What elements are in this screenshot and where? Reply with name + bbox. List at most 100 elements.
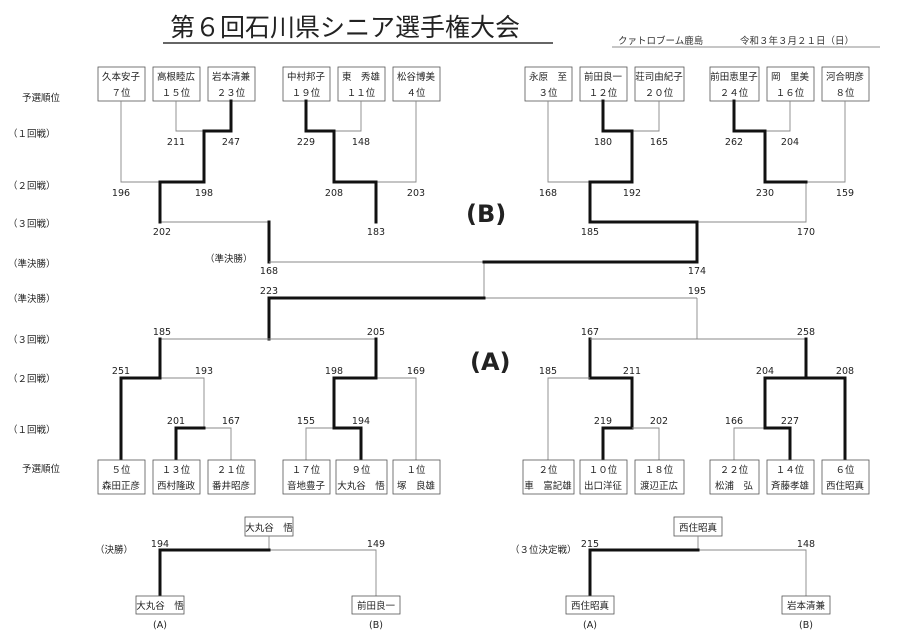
round-label-r1-a: （１回戦）	[8, 424, 56, 436]
score-b-r3-2: 183	[367, 227, 385, 238]
player-name: 塚 良雄	[397, 480, 436, 492]
score-b-r1-7: 262	[725, 137, 743, 148]
player-box-b-7: 永原 至３位	[524, 66, 573, 102]
final-bracket: 大丸谷 悟 194 149 大丸谷 悟 前田良一 (A) (B)	[135, 516, 401, 631]
final-left-box	[135, 595, 185, 615]
player-box-a-6: １位塚 良雄	[392, 459, 441, 495]
score-b-r2-3: 208	[325, 188, 343, 199]
player-seed: １０位	[589, 464, 618, 476]
score-a-r1-5: 219	[594, 416, 612, 427]
player-name: 松谷博美	[397, 71, 436, 83]
third-place-bracket: 西住昭真 215 148 西住昭真 岩本清兼 (A) (B)	[565, 516, 831, 631]
player-seed: １９位	[292, 87, 321, 99]
score-a-r2-2: 193	[195, 366, 213, 377]
score-a-semi-1: 223	[260, 286, 278, 297]
block-label-b: (B)	[466, 200, 506, 228]
score-a-r2-5: 185	[539, 366, 557, 377]
score-b-r2-2: 198	[195, 188, 213, 199]
score-b-r3-3: 185	[581, 227, 599, 238]
player-seed: １２位	[589, 87, 618, 99]
player-seed: ５位	[111, 464, 131, 476]
round-label-r1-b: （１回戦）	[8, 128, 56, 140]
player-seed: ２３位	[217, 87, 246, 99]
player-name: 松浦 弘	[715, 480, 754, 492]
score-a-semi-2: 195	[688, 286, 706, 297]
player-seed: １１位	[347, 87, 376, 99]
player-seed: ９位	[351, 464, 371, 476]
champion-name: 大丸谷 悟	[245, 522, 293, 534]
round-label-semi-inline: （準決勝）	[205, 253, 253, 265]
final-left-side: (A)	[153, 620, 167, 631]
score-a-r1-8: 227	[781, 416, 799, 427]
bracket-lines-b-right	[269, 99, 846, 298]
score-b-r1-5: 180	[594, 137, 612, 148]
player-seed: ３位	[538, 87, 558, 99]
player-name: 西村隆政	[157, 480, 196, 492]
third-left-score: 215	[581, 539, 599, 550]
player-name: 東 秀雄	[342, 71, 381, 83]
score-b-r2-7: 230	[756, 188, 774, 199]
score-b-r1-1: 211	[167, 137, 185, 148]
player-name: 久本安子	[102, 71, 141, 83]
player-name: 森田正彦	[102, 480, 140, 492]
final-right-box	[351, 595, 401, 615]
score-a-r1-6: 202	[650, 416, 668, 427]
player-seed: ８位	[835, 87, 855, 99]
player-name: 大丸谷 悟	[337, 480, 385, 492]
score-b-r2-4: 203	[407, 188, 425, 199]
third-right-name: 岩本清兼	[787, 600, 826, 612]
score-a-r1-7: 166	[725, 416, 743, 427]
score-a-r2-1: 251	[112, 366, 130, 377]
page-title: 第６回石川県シニア選手権大会	[170, 13, 520, 42]
score-b-r2-6: 192	[623, 188, 641, 199]
player-seed: ２２位	[720, 464, 749, 476]
player-seed: １５位	[162, 87, 191, 99]
score-a-r1-2: 167	[222, 416, 240, 427]
score-b-semi-1: 168	[260, 266, 278, 277]
score-b-r1-3: 229	[297, 137, 315, 148]
round-label-r3-b: （３回戦）	[8, 218, 56, 230]
player-box-a-7: ２位車 富記雄	[522, 459, 575, 495]
player-name: 前田恵里子	[710, 71, 758, 83]
third-right-score: 148	[797, 539, 815, 550]
round-label-r2-a: （２回戦）	[8, 373, 56, 385]
player-name: 音地豊子	[287, 480, 326, 492]
score-a-r2-3: 198	[325, 366, 343, 377]
player-seed: ２４位	[720, 87, 749, 99]
player-name: 斉藤孝雄	[771, 480, 810, 492]
round-label-seed-b: 予選順位	[22, 92, 61, 104]
venue-label: クァトロブーム鹿島	[618, 35, 703, 47]
score-b-r1-6: 165	[650, 137, 668, 148]
player-seed: ２１位	[217, 464, 246, 476]
player-box-b-5: 東 秀雄 １１位	[337, 66, 386, 102]
player-seed: １７位	[292, 464, 321, 476]
player-name: 出口洋征	[584, 480, 623, 492]
bracket-lines-b-left	[120, 99, 417, 264]
final-left-score: 194	[151, 539, 169, 550]
score-a-r3-4: 258	[797, 327, 815, 338]
third-right-side: (B)	[799, 620, 813, 631]
round-label-third: （３位決定戦）	[510, 544, 577, 556]
bracket-lines-a	[119, 296, 847, 462]
round-label-r3-a: （３回戦）	[8, 334, 56, 346]
player-name: 岡 里美	[771, 71, 810, 83]
score-a-r2-4: 169	[407, 366, 425, 377]
date-label: 令和３年３月２１日（日）	[740, 35, 854, 47]
player-seed: １３位	[162, 464, 191, 476]
player-seed: １８位	[645, 464, 674, 476]
player-seed: ２０位	[645, 87, 674, 99]
